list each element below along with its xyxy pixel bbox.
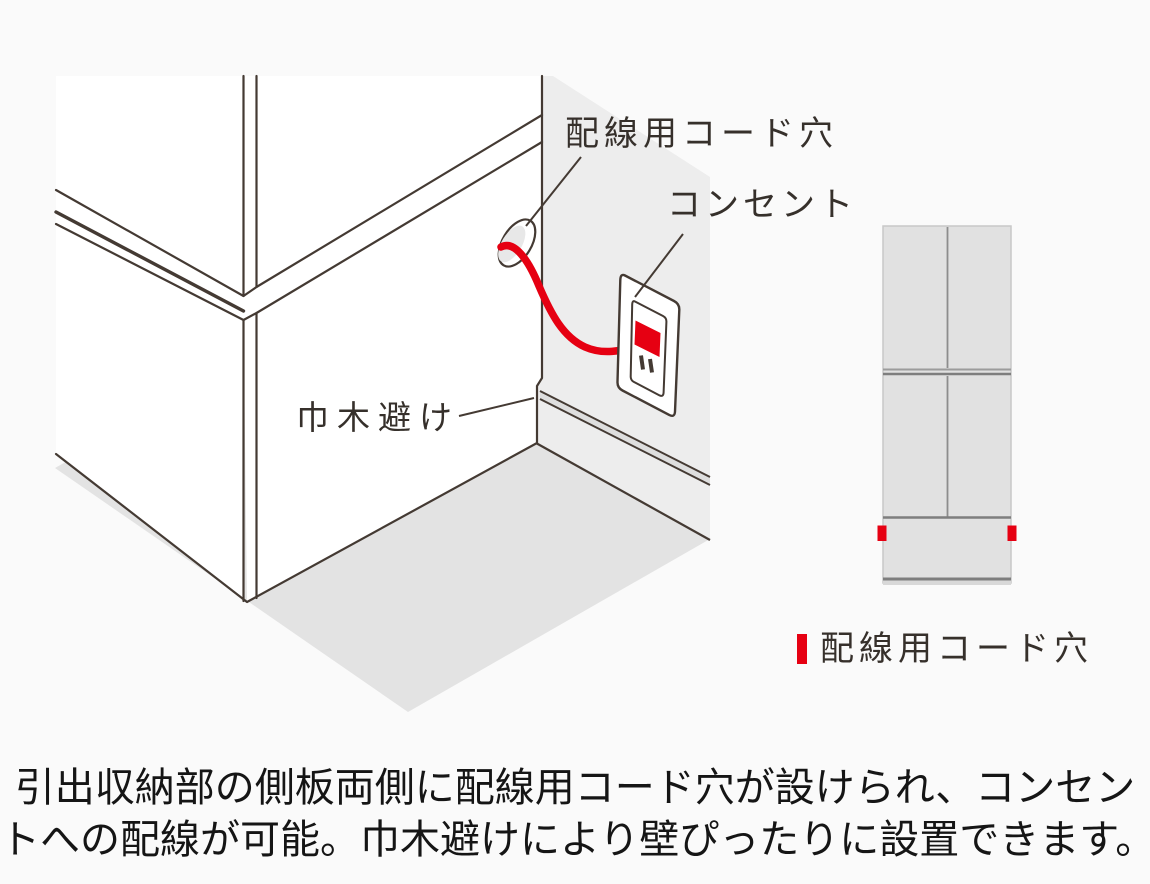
outlet-label: コンセント [667,186,857,224]
upper-side-panel [256,76,542,287]
power-cord [497,241,642,356]
wall-floor-line [535,442,711,541]
red-bar-icon [797,634,807,664]
caption-line-2: トへの配線が可能。巾木避けにより壁ぴったりに設置できます。 [0,818,1150,862]
baseboard-leader [458,397,535,417]
caption: 引出収納部の側板両側に配線用コード穴が設けられ、コンセン トへの配線が可能。巾木… [0,762,1150,866]
outlet [616,273,681,417]
caption-line-1: 引出収納部の側板両側に配線用コード穴が設けられ、コンセン [14,766,1136,810]
cord-hole-label: 配線用コード穴 [565,115,838,153]
counter-band-side [256,115,542,313]
rear-view-legend-label: 配線用コード穴 [820,630,1093,668]
upper-corner-strip [243,76,257,296]
baseboard [535,390,711,541]
upper-front-face [56,76,244,296]
rear-view-legend: 配線用コード穴 [797,632,1093,666]
outlet-slots [639,355,654,373]
cabinet-outlines [54,74,544,604]
outlet-leader [634,233,684,298]
rear-view [877,225,1017,585]
cord-hole-leader [525,156,582,227]
lower-front-face [56,224,244,601]
counter-band-corner [243,287,257,320]
lower-side-panel [250,142,542,600]
baseboard-clearance-label: 巾木避け [296,399,460,436]
cabinet-faces [56,76,542,602]
leader-lines [458,156,684,417]
plug [634,320,661,357]
cord-hole-marker-left [877,525,887,541]
cord-hole-marker-right [1007,525,1017,541]
baseboard-clearance-notch [535,74,544,445]
